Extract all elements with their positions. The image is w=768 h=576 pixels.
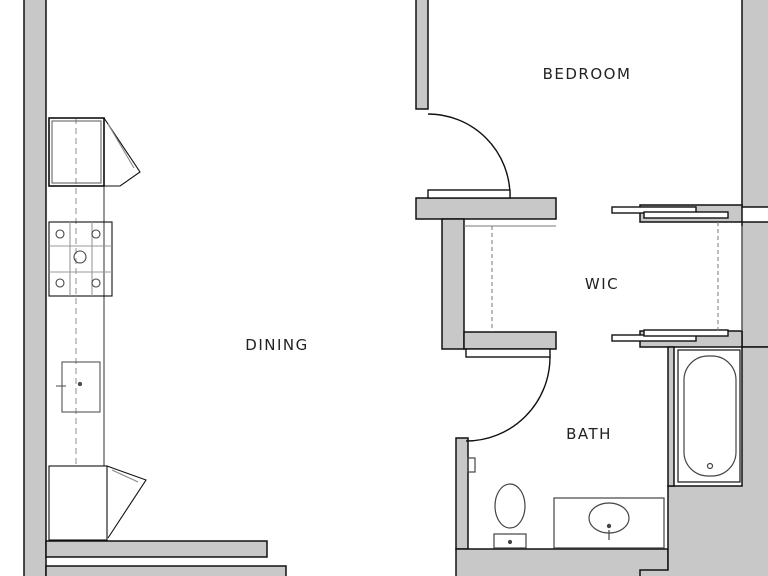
dishwasher bbox=[48, 465, 147, 541]
wall-wic-top bbox=[415, 197, 557, 220]
toilet bbox=[493, 483, 527, 549]
bath-vanity bbox=[553, 497, 665, 549]
wall-bottom-left-stub bbox=[45, 565, 287, 576]
paper-holder bbox=[467, 457, 476, 473]
wall-tub-left bbox=[667, 346, 675, 487]
bath-label: BATH bbox=[566, 425, 612, 443]
closet-slider-bottom bbox=[611, 329, 729, 342]
wall-dining-bottom bbox=[45, 540, 268, 558]
kitchen-sink bbox=[56, 361, 101, 413]
dining-label: DINING bbox=[245, 336, 308, 354]
walls bbox=[23, 0, 768, 576]
wall-right-exterior-lower bbox=[639, 346, 768, 576]
wall-bath-left bbox=[455, 437, 469, 550]
wall-bedroom-left bbox=[415, 0, 429, 110]
closet-slider-top bbox=[611, 206, 729, 219]
range-cooktop bbox=[48, 221, 113, 297]
kitchen bbox=[48, 117, 147, 541]
closet-shelves bbox=[464, 222, 743, 332]
wall-right-exterior-upper bbox=[741, 0, 768, 208]
wall-wic-bottom bbox=[463, 331, 557, 350]
wall-bath-bottom bbox=[455, 548, 669, 576]
bath-fixtures bbox=[467, 349, 741, 549]
doors bbox=[427, 113, 729, 442]
wall-right-exterior-mid bbox=[741, 221, 768, 348]
wall-wic-left bbox=[441, 218, 465, 350]
bedroom-label: BEDROOM bbox=[543, 65, 632, 83]
wic-label: WIC bbox=[585, 275, 619, 293]
bathtub bbox=[677, 349, 741, 483]
wall-left-exterior bbox=[23, 0, 47, 576]
bedroom-door bbox=[427, 113, 511, 199]
refrigerator bbox=[48, 117, 141, 187]
bath-door bbox=[465, 348, 551, 442]
